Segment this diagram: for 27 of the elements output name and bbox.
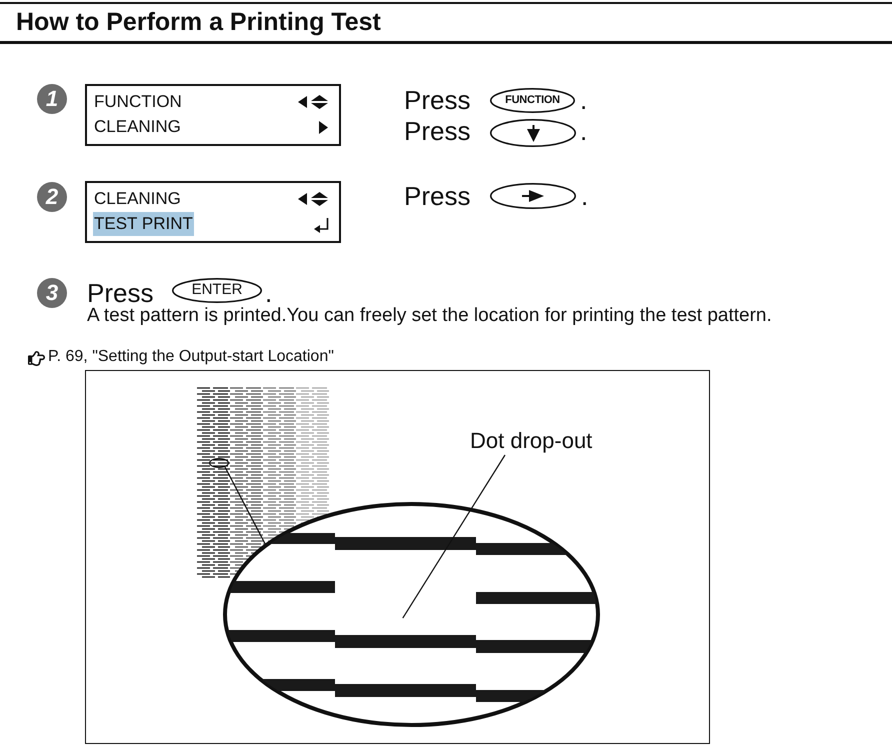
- punctuation: .: [580, 116, 588, 146]
- lcd-display: [85, 181, 341, 243]
- punctuation: .: [581, 181, 588, 211]
- down-key: [490, 119, 576, 147]
- callout-label: Dot drop-out: [470, 427, 610, 455]
- page-title: How to Perform a Printing Test: [0, 2, 892, 44]
- punctuation: .: [580, 85, 588, 115]
- leader-line: [402, 454, 506, 618]
- display-text: FUNCTION: [93, 91, 183, 113]
- step-number: 1: [37, 84, 67, 114]
- page-reference: P. 69, "Setting the Output-start Location": [48, 347, 334, 367]
- instruction-text: Press: [404, 181, 470, 211]
- step-number: 2: [37, 182, 67, 212]
- step-number: 3: [37, 278, 67, 308]
- illustration-frame: [85, 370, 710, 744]
- function-key: FUNCTION: [490, 88, 575, 113]
- zoom-marker-ellipse: [209, 458, 229, 468]
- instruction-text: Press: [404, 85, 470, 115]
- right-key: [490, 183, 576, 209]
- display-text: TEST PRINT: [93, 212, 194, 236]
- enter-key: ENTER: [172, 278, 262, 303]
- lcd-display: [85, 84, 341, 146]
- magnified-print-view: [223, 502, 600, 727]
- connector-line: [224, 466, 266, 544]
- display-text: CLEANING: [93, 116, 182, 138]
- display-text: CLEANING: [93, 188, 182, 210]
- instruction-text: Press: [404, 116, 470, 146]
